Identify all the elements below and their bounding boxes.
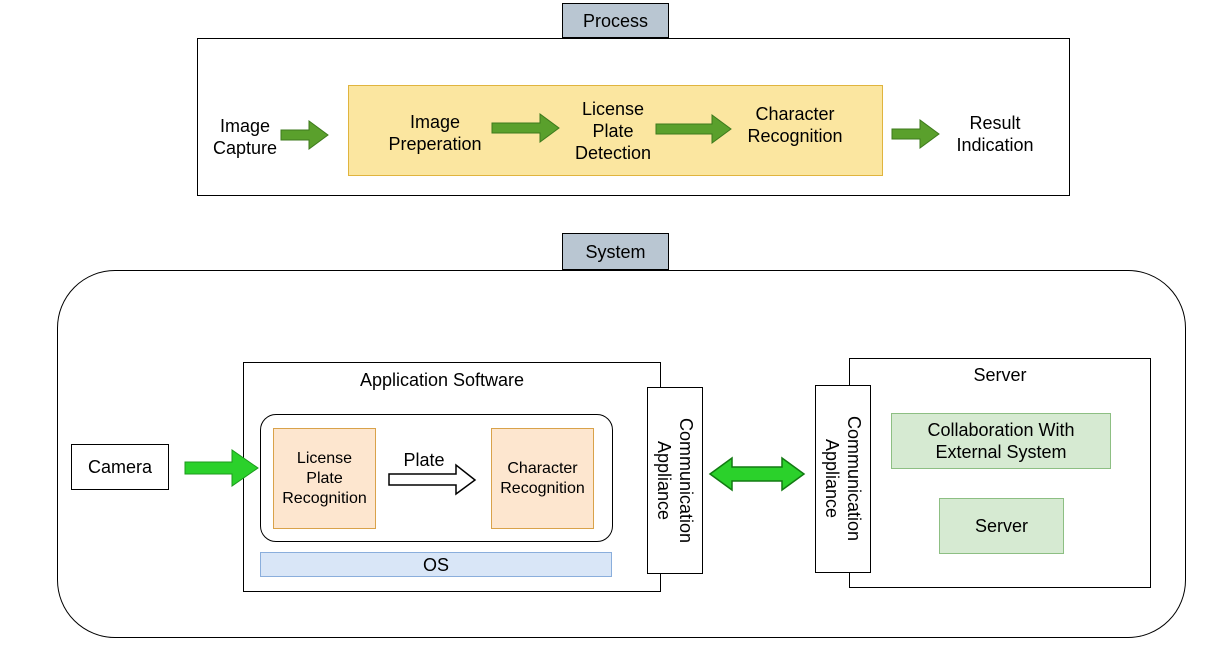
result-indication-label: Result Indication bbox=[956, 113, 1034, 155]
server-title: Server bbox=[973, 365, 1027, 385]
image-preparation-label: Image Preperation bbox=[388, 112, 482, 154]
system-tab: System bbox=[562, 233, 669, 270]
plate-arrow-label: Plate bbox=[403, 450, 445, 470]
plate-recognition-box: License Plate Recognition bbox=[273, 428, 376, 529]
application-software-title: Application Software bbox=[359, 370, 525, 390]
system-frame bbox=[57, 270, 1186, 638]
server-box: Server bbox=[939, 498, 1064, 554]
server-communication-appliance: Communication Appliance bbox=[815, 385, 871, 573]
plate-detection-label: License Plate Detection bbox=[574, 99, 652, 163]
image-capture-label: Image Capture bbox=[212, 116, 278, 158]
os-bar: OS bbox=[260, 552, 612, 577]
processing-pipeline-box bbox=[348, 85, 883, 176]
character-recognition-step-label: Character Recognition bbox=[747, 104, 843, 146]
app-communication-appliance: Communication Appliance bbox=[647, 387, 703, 574]
process-tab: Process bbox=[562, 3, 669, 38]
character-recognition-box: Character Recognition bbox=[491, 428, 594, 529]
collaboration-box: Collaboration With External System bbox=[891, 413, 1111, 469]
camera-box: Camera bbox=[71, 444, 169, 490]
